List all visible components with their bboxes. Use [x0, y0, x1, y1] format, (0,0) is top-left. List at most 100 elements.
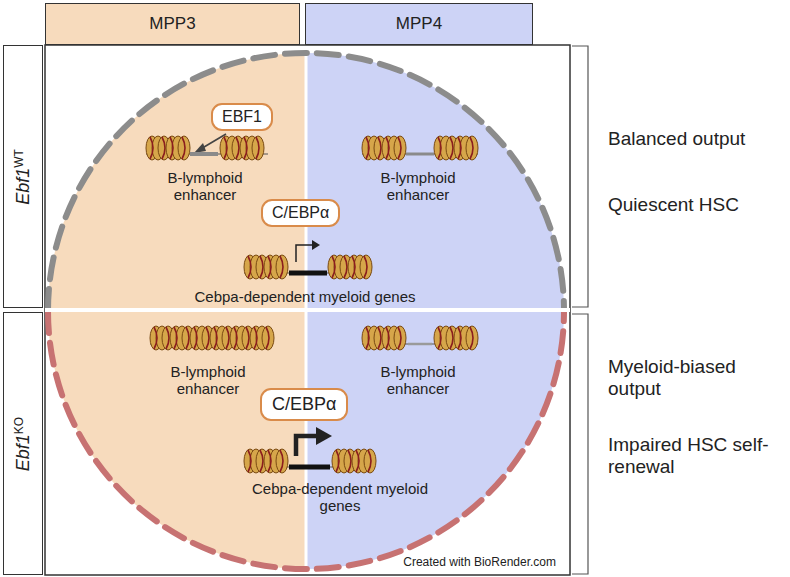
nuclear-envelope	[48, 53, 564, 311]
nucleosome	[364, 449, 376, 473]
dna-wrap	[450, 137, 453, 159]
gene-name: Ebf1	[13, 167, 33, 204]
dna-wrap	[236, 137, 239, 159]
nucleosome	[360, 255, 372, 279]
dna-wrap	[356, 450, 359, 472]
element-label: B-lymphoid enhancer	[363, 169, 473, 204]
nucleosome	[466, 326, 478, 350]
dna-wrap	[266, 327, 269, 349]
transcription-arrow	[296, 245, 314, 262]
dna-wrap	[234, 327, 237, 349]
dna-wrap	[268, 256, 271, 278]
dna-wrap	[366, 137, 369, 159]
element-label: B-lymphoid enhancer	[363, 363, 473, 398]
dna-wrap	[246, 327, 249, 349]
outcome-label: Quiescent HSC	[608, 194, 783, 216]
dna-wrap	[186, 327, 189, 349]
node-text: C/EBPα	[272, 204, 329, 221]
dna-wrap	[352, 256, 355, 278]
chromatin	[146, 136, 478, 473]
dna-wrap	[450, 327, 453, 349]
dna-wrap	[256, 137, 259, 159]
row-header: Ebf1KO	[3, 312, 43, 575]
dna-wrap	[344, 256, 347, 278]
dna-wrap	[214, 327, 217, 349]
dna-wrap	[280, 256, 283, 278]
dna-wrap	[458, 327, 461, 349]
dna-wrap	[398, 137, 401, 159]
divider	[45, 308, 570, 312]
regulatory-element	[289, 271, 327, 276]
dna-wrap	[224, 137, 227, 159]
dna-wrap	[260, 256, 263, 278]
dna-wrap	[438, 327, 441, 349]
dna-wrap	[162, 137, 165, 159]
bracket	[572, 46, 588, 307]
dna-wrap	[248, 256, 251, 278]
element-label: B-lymphoid enhancer	[150, 169, 260, 204]
outcome-label: Balanced output	[608, 128, 783, 150]
dna-wrap	[174, 327, 177, 349]
dna-wrap	[336, 450, 339, 472]
dna-wrap	[226, 327, 229, 349]
dna-wrap	[194, 327, 197, 349]
transcription-factor: C/EBPα	[260, 388, 348, 421]
outcome-label: Myeloid-biased output	[608, 356, 783, 400]
regulatory-element	[406, 153, 434, 156]
dna-wrap	[378, 137, 381, 159]
dna-wrap	[458, 137, 461, 159]
nucleosome	[394, 326, 406, 350]
nucleosome	[262, 326, 274, 350]
dna-wrap	[268, 450, 271, 472]
element-label: Cebpa-dependent myeloid genes	[250, 480, 430, 515]
nucleosome	[276, 449, 288, 473]
arrowhead	[194, 143, 206, 153]
dna-wrap	[150, 137, 153, 159]
dna-wrap	[182, 137, 185, 159]
regulatory-element	[408, 343, 432, 346]
node-text: C/EBPα	[272, 394, 336, 414]
dna-wrap	[254, 327, 257, 349]
rotated-label: Ebf1WT	[12, 149, 34, 205]
element-label: Cebpa-dependent myeloid genes	[180, 288, 430, 305]
regulatory-element	[289, 465, 330, 470]
rotated-label: Ebf1KO	[12, 416, 34, 470]
dna-wrap	[398, 327, 401, 349]
dna-wrap	[154, 327, 157, 349]
dna-wrap	[206, 327, 209, 349]
outcome-label: Impaired HSC self-renewal	[608, 434, 783, 478]
regulatory-element	[190, 152, 218, 156]
nucleosome	[276, 255, 288, 279]
node-text: MPP4	[396, 14, 442, 34]
transcription-arrow	[296, 436, 318, 456]
nucleosome	[394, 136, 406, 160]
main-frame	[45, 45, 570, 575]
dna-wrap	[166, 327, 169, 349]
dna-wrap	[244, 137, 247, 159]
arrowhead	[316, 427, 332, 445]
dna-wrap	[280, 450, 283, 472]
transcription-factor: C/EBPα	[261, 199, 340, 227]
nucleosome	[252, 136, 264, 160]
dna-wrap	[170, 137, 173, 159]
dna-wrap	[248, 450, 251, 472]
bracket	[572, 314, 588, 574]
dna-wrap	[348, 450, 351, 472]
dna-wrap	[364, 256, 367, 278]
genotype: WT	[12, 149, 26, 168]
divider	[45, 309, 570, 312]
dna-wrap	[470, 327, 473, 349]
genotype: KO	[12, 416, 26, 433]
watermark-patch: Created with BioRender.com	[401, 555, 558, 569]
arrowhead	[312, 240, 320, 250]
column-header: MPP3	[45, 3, 300, 45]
dna-wrap	[378, 327, 381, 349]
element-label: B-lymphoid enhancer	[153, 363, 263, 398]
dna-wrap	[386, 327, 389, 349]
column-header: MPP4	[305, 3, 533, 45]
node-text: MPP3	[149, 14, 195, 34]
dna-wrap	[332, 256, 335, 278]
dna-wrap	[438, 137, 441, 159]
dna-wrap	[260, 450, 263, 472]
